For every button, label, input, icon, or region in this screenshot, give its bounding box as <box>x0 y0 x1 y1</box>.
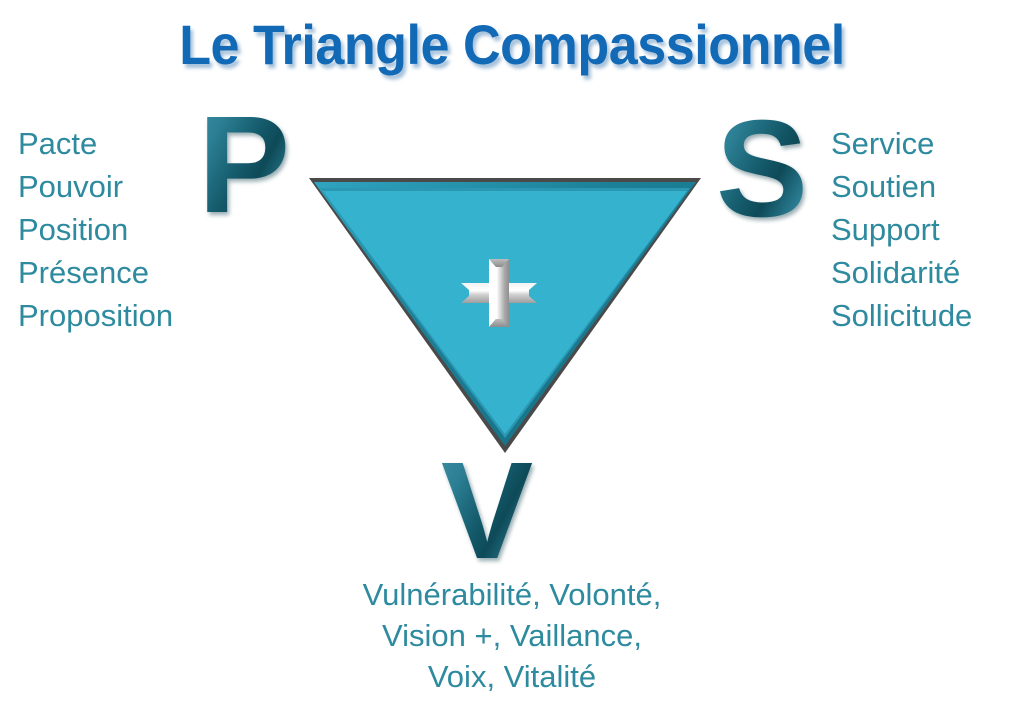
plus-bottom-cap <box>489 319 509 327</box>
list-item: Pacte <box>18 126 98 161</box>
vertex-letter-v: V <box>441 434 534 588</box>
list-item: Position <box>18 212 129 247</box>
bottom-word-list: Vulnérabilité, Volonté, Vision +, Vailla… <box>0 574 1024 697</box>
list-item: Vision +, Vaillance, <box>382 618 642 653</box>
list-item: Soutien <box>831 169 937 204</box>
list-item: Vulnérabilité, Volonté, <box>362 577 662 612</box>
vertex-letter-s: S <box>716 92 809 246</box>
list-item: Présence <box>18 255 149 290</box>
list-item: Pouvoir <box>18 169 124 204</box>
page-title: Le Triangle Compassionnel <box>179 13 845 76</box>
list-item: Sollicitude <box>831 298 973 333</box>
right-word-list: Service Soutien Support Solidarité Solli… <box>831 122 972 337</box>
vertex-letter-p: P <box>198 88 291 242</box>
plus-vertical-bar <box>489 259 509 327</box>
list-item: Proposition <box>18 298 174 333</box>
plus-icon <box>459 257 539 329</box>
list-item: Support <box>831 212 940 247</box>
list-item: Voix, Vitalité <box>427 659 597 694</box>
list-item: Service <box>831 126 935 161</box>
plus-top-cap <box>489 259 509 267</box>
list-item: Solidarité <box>831 255 961 290</box>
left-word-list: Pacte Pouvoir Position Présence Proposit… <box>18 122 173 337</box>
